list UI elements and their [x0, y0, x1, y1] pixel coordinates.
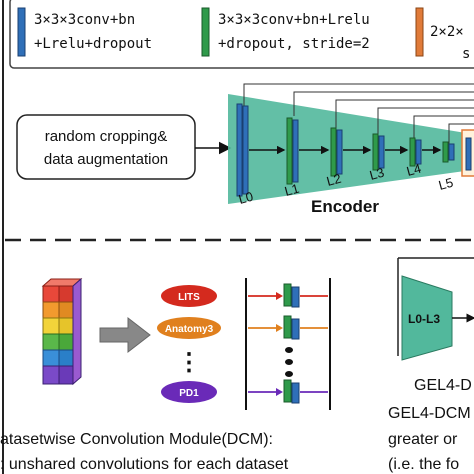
l0-l3-encoder-box	[401, 275, 453, 361]
level-label-L0: L0	[237, 189, 255, 207]
dataset-label-pd1: PD1	[179, 388, 199, 399]
encoder-level-L0	[236, 103, 249, 197]
dcm-section: LITS Anatomy3 ⋮ PD1	[0, 277, 331, 473]
legend-item1-line2: +Lrelu+dropout	[34, 36, 152, 52]
level-label-L4: L4	[405, 161, 423, 179]
preprocess-line2: data augmentation	[44, 151, 168, 168]
legend-swatch-orange	[415, 7, 424, 57]
preprocess-line1: random cropping&	[45, 128, 168, 145]
legend-panel: 3×3×3conv+bn +Lrelu+dropout 3×3×3conv+bn…	[9, 0, 474, 69]
right-text-line1: GEL4-D	[414, 377, 472, 394]
legend-item3-line1: 2×2×	[430, 24, 464, 40]
legend-item2-line2: +dropout, stride=2	[218, 36, 370, 52]
legend-item2-line1: 3×3×3conv+bn+Lrelu	[218, 12, 370, 28]
feature-stack	[41, 277, 83, 386]
encoder-level-L4	[409, 137, 422, 167]
dataset-pill-lits: LITS	[161, 285, 217, 307]
right-panel: L0-L3 GEL4-D GEL4-DCM greater or (i.e. t…	[388, 257, 474, 473]
encoder-output-block	[461, 129, 474, 177]
dcm-caption-line1: atasetwise Convolution Module(DCM):	[0, 431, 273, 448]
legend-item1-line1: 3×3×3conv+bn	[34, 12, 135, 28]
dcm-conv-anatomy3	[283, 315, 300, 340]
level-label-L3: L3	[368, 165, 386, 183]
dataset-label-lits: LITS	[178, 292, 200, 303]
legend-item3-line2: s	[462, 46, 470, 62]
encoder-label: Encoder	[311, 197, 379, 216]
dcm-dots	[285, 347, 293, 377]
encoder: L0 L1 L2 L3 L4 L5 Encoder	[228, 83, 474, 216]
right-text-line4: (i.e. the fo	[388, 456, 459, 473]
legend-swatch-green	[201, 7, 210, 57]
encoder-level-L5	[442, 141, 455, 163]
dataset-pill-anatomy3: Anatomy3	[157, 317, 221, 339]
dataset-ellipsis: ⋮	[177, 350, 201, 376]
preprocess-box: random cropping& data augmentation	[16, 114, 196, 180]
encoder-level-L3	[372, 133, 385, 171]
encoder-level-L2	[330, 127, 343, 177]
dataset-label-anatomy3: Anatomy3	[165, 324, 214, 335]
dcm-caption-line2: : unshared convolutions for each dataset	[0, 456, 289, 473]
level-label-L2: L2	[325, 171, 343, 189]
dcm-conv-pd1	[283, 379, 300, 404]
encoder-level-L1	[286, 117, 299, 185]
right-text-line2: GEL4-DCM	[388, 405, 471, 422]
l0-l3-label: L0-L3	[408, 312, 440, 326]
level-label-L1: L1	[283, 181, 301, 199]
skip-connections	[243, 83, 474, 146]
feature-to-dcm-arrow	[99, 316, 151, 354]
encoder-trapezoid	[228, 94, 472, 204]
legend-swatch-blue	[17, 7, 26, 57]
level-label-L5: L5	[437, 175, 455, 193]
dcm-conv-lits	[283, 283, 300, 308]
right-text-line3: greater or	[388, 431, 458, 448]
dataset-pill-pd1: PD1	[161, 381, 217, 403]
